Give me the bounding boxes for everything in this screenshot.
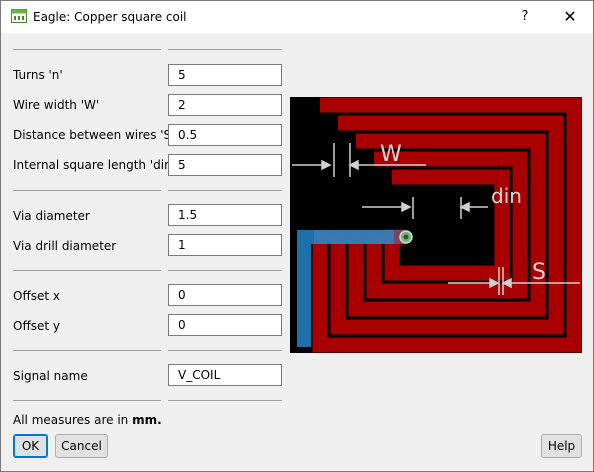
help-button[interactable]: Help [541,434,582,458]
title-bar: Eagle: Copper square coil ? ✕ [1,1,593,33]
din-dimension-label: din [491,184,522,208]
turns-input[interactable]: 5 [168,64,282,86]
coil-turn [366,151,528,299]
offset-y-input[interactable]: 0 [168,314,282,336]
signal-name-label: Signal name [13,369,88,383]
units-note: All measures are in mm. [13,413,162,427]
separator [13,350,161,351]
via-drill-label: Via drill diameter [13,239,117,253]
wire-width-input[interactable]: 2 [168,94,282,116]
cancel-button[interactable]: Cancel [55,434,108,458]
offset-x-label: Offset x [13,289,60,303]
coil-turn [330,115,564,335]
close-button[interactable]: ✕ [563,7,577,26]
units-note-unit: mm. [132,413,162,427]
units-note-text: All measures are in [13,413,133,427]
coil-preview-image: W din S [290,97,582,353]
inner-square [414,199,460,249]
separator [168,49,282,50]
offset-x-input[interactable]: 0 [168,284,282,306]
separator [13,270,161,271]
via-diameter-input[interactable]: 1.5 [168,204,282,226]
wire-width-label: Wire width 'W' [13,98,100,112]
via-diameter-label: Via diameter [13,209,90,223]
distance-input[interactable]: 0.5 [168,124,282,146]
w-dimension-label: W [380,142,402,167]
separator [168,270,282,271]
coil-turn [348,133,546,317]
offset-y-label: Offset y [13,319,60,333]
internal-length-label: Internal square length 'din' [13,158,175,172]
separator [168,350,282,351]
separator [13,190,161,191]
title-help-button[interactable]: ? [521,9,529,24]
turns-label: Turns 'n' [13,68,63,82]
separator [168,190,282,191]
via-drill-input[interactable]: 1 [168,234,282,256]
internal-length-input[interactable]: 5 [168,154,282,176]
distance-label: Distance between wires 'S' [13,128,175,142]
window-title: Eagle: Copper square coil [33,10,187,24]
separator [13,400,161,401]
signal-name-input[interactable]: V_COIL [168,364,282,386]
s-dimension-label: S [532,260,546,285]
separator [168,400,282,401]
eagle-app-icon [11,9,27,23]
separator [13,49,161,50]
coil-turn [312,97,582,353]
ok-button[interactable]: OK [13,434,48,458]
